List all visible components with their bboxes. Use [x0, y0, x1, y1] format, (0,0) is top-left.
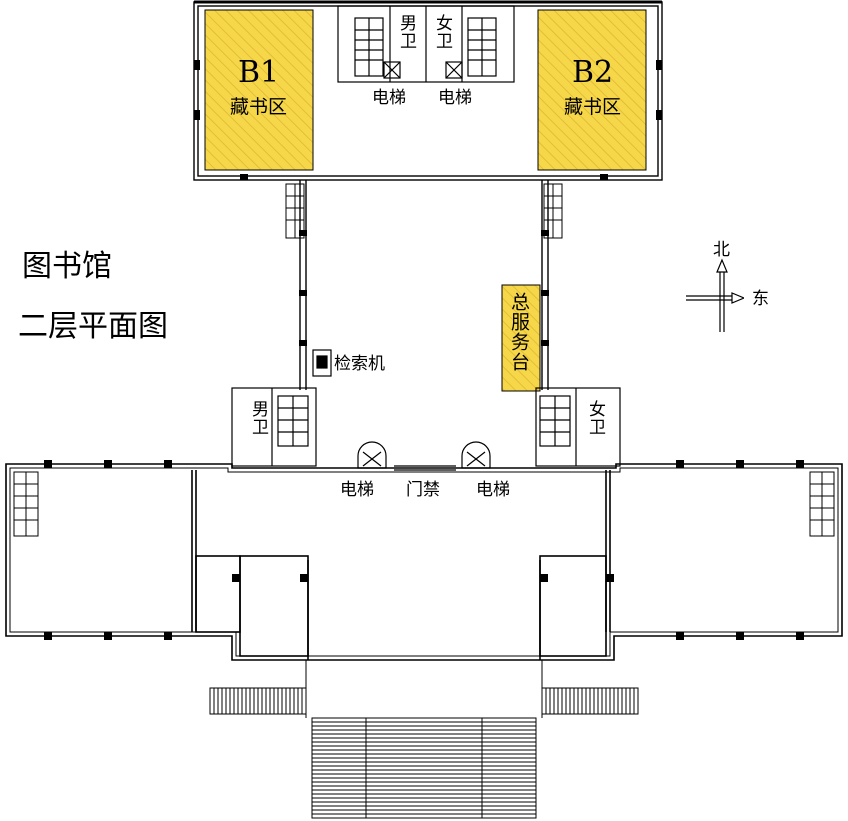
central-hall-walls — [299, 180, 549, 390]
top-service-core — [337, 5, 515, 83]
end-stairs — [13, 471, 835, 537]
plan-title-line2: 二层平面图 — [18, 309, 168, 344]
search-terminal-label: 检索机 — [334, 354, 385, 374]
female-restroom-top: 女卫 — [432, 14, 452, 50]
access-gate-label: 门禁 — [406, 480, 440, 500]
central-hall-columns — [299, 230, 549, 346]
b2-storage-area — [537, 9, 647, 171]
b2-code: B2 — [572, 55, 614, 90]
hall-stairs — [285, 183, 563, 239]
compass-icon — [686, 258, 744, 332]
stair-treads — [213, 688, 635, 818]
b1-code: B1 — [238, 55, 280, 90]
compass-north-label: 北 — [713, 240, 730, 260]
upper-pilasters — [194, 60, 662, 180]
b1-name: 藏书区 — [230, 96, 288, 118]
elevator-mid-right: 电梯 — [476, 480, 510, 500]
compass-east-label: 东 — [752, 289, 769, 309]
mid-service-blocks — [231, 387, 621, 467]
elevator-top-left: 电梯 — [372, 88, 406, 108]
service-desk — [501, 284, 541, 392]
elevator-mid-left: 电梯 — [340, 480, 374, 500]
b1-storage-area — [204, 9, 314, 171]
male-restroom-mid: 男卫 — [248, 400, 268, 436]
female-restroom-mid: 女卫 — [585, 400, 605, 436]
service-desk-label: 总服务台 — [508, 292, 530, 372]
plan-title-line1: 图书馆 — [22, 249, 112, 284]
b2-name: 藏书区 — [564, 96, 622, 118]
search-terminal-icon — [312, 349, 332, 377]
elevator-top-right: 电梯 — [438, 88, 472, 108]
gate-elevators — [357, 441, 491, 471]
lower-building-walls — [5, 463, 843, 661]
male-restroom-top: 男卫 — [396, 14, 416, 50]
lower-columns — [44, 460, 804, 640]
